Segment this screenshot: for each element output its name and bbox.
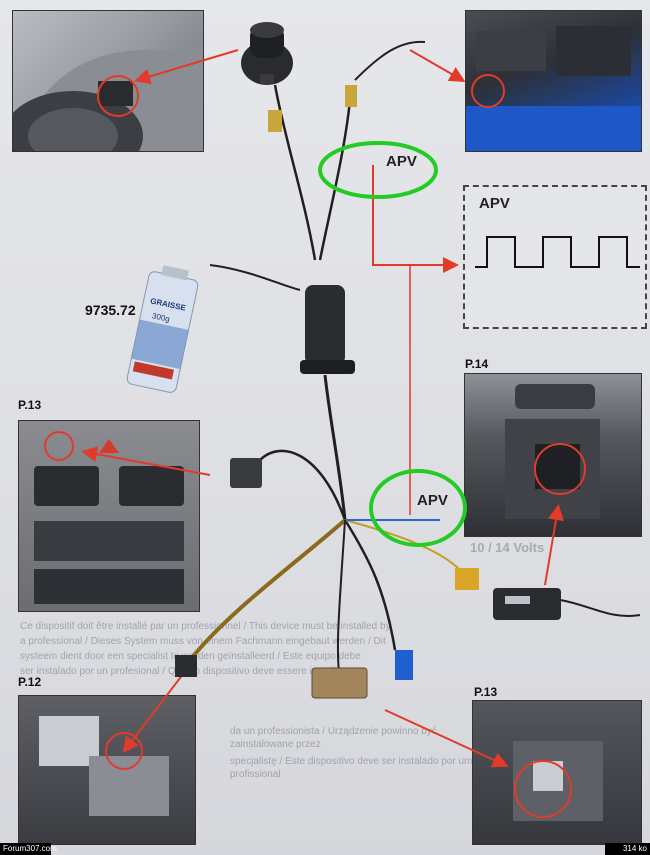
ignition-plug-icon bbox=[268, 110, 282, 132]
wire-dashboard bbox=[259, 449, 347, 521]
bleed-line-2: a professional / Dieses System muss von … bbox=[20, 636, 386, 647]
console-illustration bbox=[505, 384, 600, 519]
dashboard-illustration bbox=[34, 431, 184, 604]
arrow-to-wheel-arch bbox=[134, 49, 239, 85]
apv-signal-line bbox=[372, 165, 459, 273]
photo-wheel-arch bbox=[12, 10, 204, 152]
voltage-bleed: 10 / 14 Volts bbox=[470, 540, 545, 555]
wire-trunk bbox=[323, 374, 347, 521]
arrow-to-fuse-area bbox=[384, 709, 509, 768]
apv-box-label: APV bbox=[479, 195, 510, 212]
bleed-line-5: da un professionista / Urządzenie powinn… bbox=[230, 726, 437, 750]
arrow-to-under-dash bbox=[122, 664, 191, 754]
apv-label-top: APV bbox=[386, 153, 417, 170]
under-dash-illustration bbox=[39, 716, 169, 816]
photo-engine-bay bbox=[465, 10, 642, 152]
page-ref-p13-bottom: P.13 bbox=[474, 685, 498, 699]
dash-highlight-circle bbox=[44, 431, 74, 461]
page-ref-p13-top: P.13 bbox=[18, 398, 42, 412]
grease-can-icon: GRAISSE 300g bbox=[120, 265, 210, 395]
yellow-plug-icon bbox=[455, 568, 479, 590]
photo-dashboard bbox=[18, 420, 200, 612]
under-dash-highlight-circle bbox=[105, 732, 143, 770]
arrow-to-console bbox=[544, 504, 564, 586]
photo-under-dash bbox=[18, 695, 196, 845]
relay-module-icon bbox=[311, 667, 368, 699]
speed-signal-waveform-icon bbox=[475, 236, 640, 268]
bleed-line-1: Ce dispositif doit être installé par un … bbox=[20, 621, 391, 632]
apv-highlight-top bbox=[318, 141, 438, 199]
wire-top-right bbox=[354, 40, 426, 81]
wire-relay bbox=[336, 519, 346, 681]
wire-module-out bbox=[559, 599, 641, 617]
dash-plug-icon bbox=[230, 458, 262, 488]
wire-blue-connector bbox=[343, 519, 397, 651]
footer-site: Forum307.com bbox=[0, 843, 57, 855]
bleed-line-6: specjalistę / Este dispositivo deve ser … bbox=[230, 756, 473, 780]
fuse-area-illustration bbox=[513, 741, 603, 821]
footer-size: 314 ko bbox=[605, 843, 650, 855]
arrow-to-dashboard bbox=[81, 446, 211, 476]
highlight-circle bbox=[97, 75, 139, 117]
engine-highlight-circle bbox=[471, 74, 505, 108]
fuse-highlight-circle bbox=[514, 760, 572, 818]
wire-grease bbox=[209, 264, 301, 291]
engine-plug-icon bbox=[345, 85, 357, 107]
wheel-arch-illustration bbox=[13, 46, 203, 151]
console-highlight-circle bbox=[534, 443, 586, 495]
blue-plug-icon bbox=[395, 650, 413, 680]
arrow-to-engine-bay bbox=[409, 49, 466, 82]
engine-bay-illustration bbox=[466, 26, 641, 151]
under-dash-plug-icon bbox=[175, 655, 197, 677]
signal-waveform-box: APV bbox=[463, 185, 647, 329]
wire-yellow-bundle bbox=[188, 518, 347, 662]
page-ref-p14: P.14 bbox=[465, 357, 489, 371]
part-number: 9735.72 bbox=[85, 302, 136, 318]
photo-fuse-area bbox=[472, 700, 642, 845]
apv-highlight-middle bbox=[369, 469, 467, 547]
page-ref-p12: P.12 bbox=[18, 675, 42, 689]
wire-engine bbox=[318, 99, 352, 261]
harness-connector-icon bbox=[305, 285, 345, 365]
ignition-switch-icon bbox=[238, 18, 296, 86]
apv-label-middle: APV bbox=[417, 492, 448, 509]
wire-ignition bbox=[273, 84, 317, 261]
